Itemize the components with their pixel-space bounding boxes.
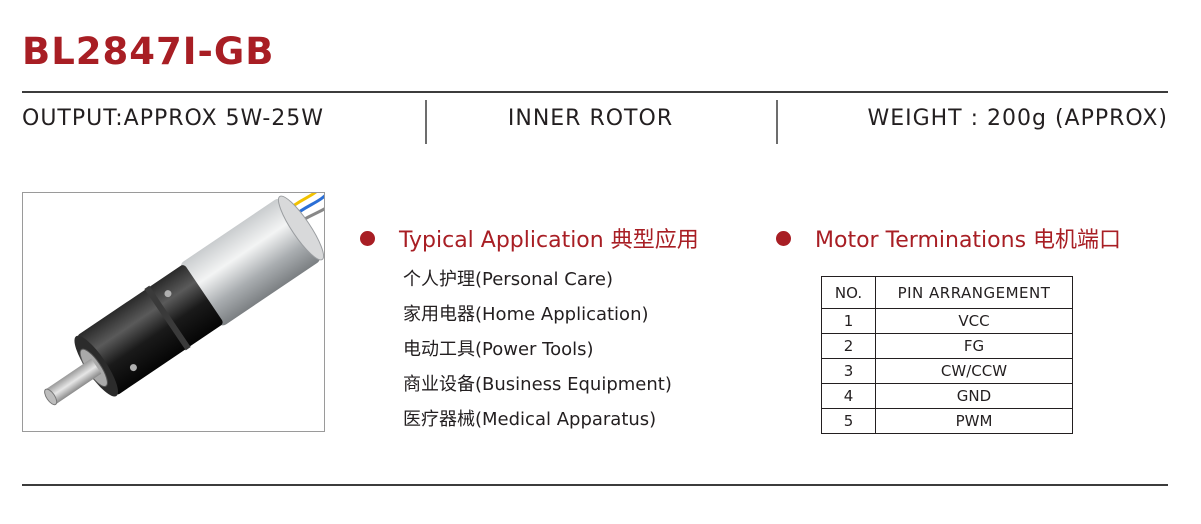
motor-terminations-title: Motor Terminations 电机端口 bbox=[815, 228, 1122, 253]
pin-function: GND bbox=[875, 383, 1073, 409]
table-row: 3 CW/CCW bbox=[821, 358, 1073, 384]
pin-function: CW/CCW bbox=[875, 358, 1073, 384]
rotor-spec: INNER ROTOR bbox=[507, 106, 674, 131]
bottom-divider bbox=[22, 484, 1168, 486]
pin-function: VCC bbox=[875, 308, 1073, 334]
bullet-dot-icon bbox=[360, 230, 375, 246]
list-item: 电动工具(Power Tools) bbox=[403, 339, 594, 360]
output-spec: OUTPUT:APPROX 5W-25W bbox=[22, 106, 325, 131]
table-row: 5 PWM bbox=[821, 408, 1073, 434]
motor-terminations-heading: Motor Terminations 电机端口 bbox=[776, 222, 1121, 254]
list-item: 个人护理(Personal Care) bbox=[403, 269, 613, 290]
pin-function: PWM bbox=[875, 408, 1073, 434]
spec-divider-1 bbox=[425, 100, 427, 144]
pin-table: NO. PIN ARRANGEMENT 1 VCC 2 FG 3 CW/CCW … bbox=[821, 276, 1073, 434]
pin-number: 4 bbox=[821, 383, 876, 409]
pin-function: FG bbox=[875, 333, 1073, 359]
table-row: 4 GND bbox=[821, 383, 1073, 409]
table-header-row: NO. PIN ARRANGEMENT bbox=[821, 276, 1073, 309]
gear-motor-image bbox=[44, 193, 324, 406]
motor-photo bbox=[22, 192, 325, 432]
application-list: 个人护理(Personal Care) 家用电器(Home Applicatio… bbox=[403, 265, 672, 440]
list-item: 商业设备(Business Equipment) bbox=[403, 374, 672, 395]
top-divider bbox=[22, 91, 1168, 93]
column-header-no: NO. bbox=[821, 276, 876, 309]
list-item: 家用电器(Home Application) bbox=[403, 304, 649, 325]
pin-number: 2 bbox=[821, 333, 876, 359]
product-title: BL2847I-GB bbox=[22, 30, 275, 73]
typical-application-heading: Typical Application 典型应用 bbox=[360, 222, 699, 254]
spec-divider-2 bbox=[776, 100, 778, 144]
list-item: 医疗器械(Medical Apparatus) bbox=[403, 409, 657, 430]
pin-number: 5 bbox=[821, 408, 876, 434]
weight-spec: WEIGHT : 200g (APPROX) bbox=[867, 106, 1168, 131]
typical-application-title: Typical Application 典型应用 bbox=[399, 228, 699, 253]
table-row: 1 VCC bbox=[821, 308, 1073, 334]
column-header-pin: PIN ARRANGEMENT bbox=[875, 276, 1073, 309]
pin-number: 3 bbox=[821, 358, 876, 384]
bullet-dot-icon bbox=[776, 230, 791, 246]
table-row: 2 FG bbox=[821, 333, 1073, 359]
pin-number: 1 bbox=[821, 308, 876, 334]
